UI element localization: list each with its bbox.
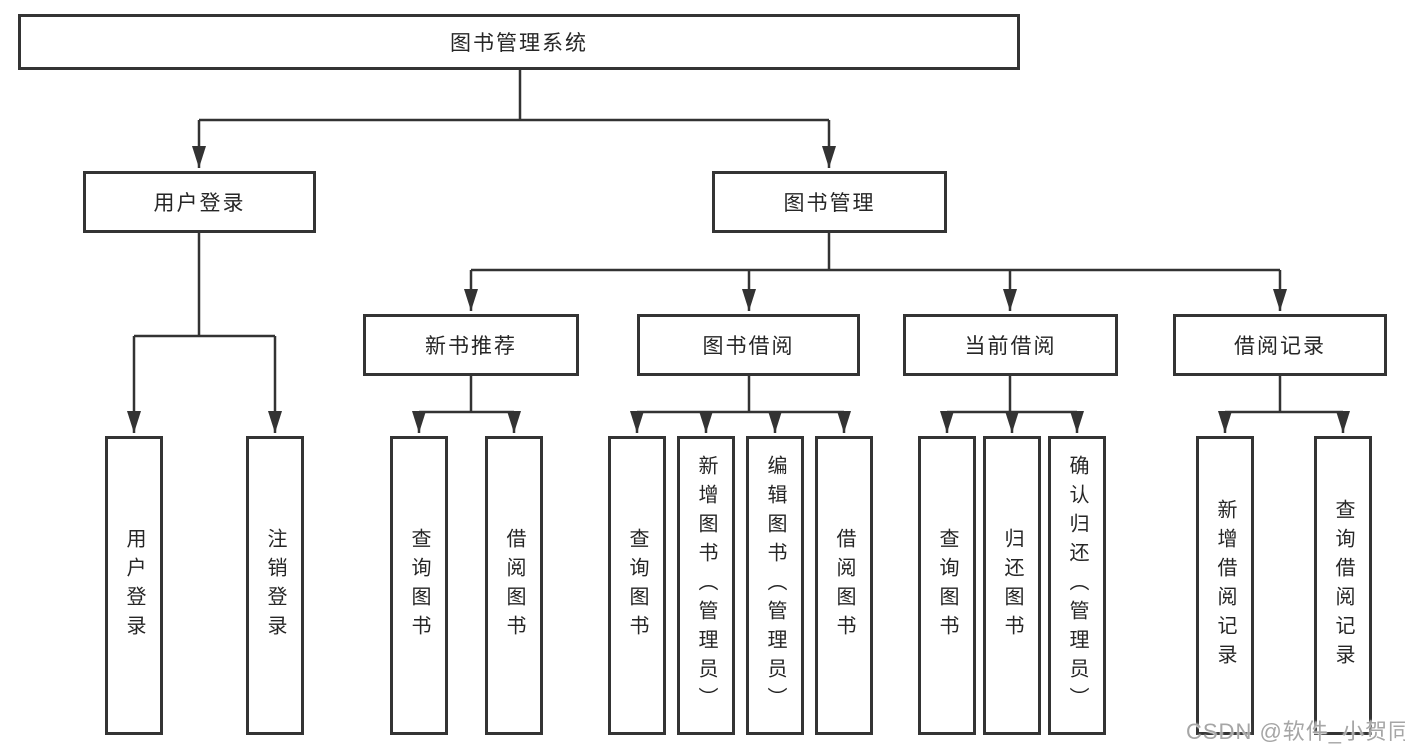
node-root-library-system: 图书管理系统 xyxy=(18,14,1020,70)
leaf-query-book-borrow: 查询图书 xyxy=(608,436,666,735)
leaf-borrow-book: 借阅图书 xyxy=(815,436,873,735)
leaf-logout: 注销登录 xyxy=(246,436,304,735)
node-book-management: 图书管理 xyxy=(712,171,947,233)
leaf-return-book: 归还图书 xyxy=(983,436,1041,735)
connector-user-login-group xyxy=(127,233,282,433)
leaf-query-book-current: 查询图书 xyxy=(918,436,976,735)
leaf-user-login: 用户登录 xyxy=(105,436,163,735)
connector-root-to-level2 xyxy=(192,68,836,168)
csdn-watermark: CSDN @软件_小贺同学 xyxy=(1186,719,1405,744)
leaf-query-book-recommend: 查询图书 xyxy=(390,436,448,735)
connector-borrow-records-group xyxy=(1218,376,1350,433)
connector-book-management-to-level3 xyxy=(464,233,1287,311)
leaf-add-borrow-record: 新增借阅记录 xyxy=(1196,436,1254,735)
connector-current-borrow-group xyxy=(940,376,1084,433)
leaf-add-book-admin: 新增图书（管理员） xyxy=(677,436,735,735)
leaf-query-borrow-record: 查询借阅记录 xyxy=(1314,436,1372,735)
node-book-borrow: 图书借阅 xyxy=(637,314,860,376)
node-borrow-records: 借阅记录 xyxy=(1173,314,1387,376)
connector-new-book-group xyxy=(412,376,521,433)
leaf-confirm-return-admin: 确认归还（管理员） xyxy=(1048,436,1106,735)
leaf-edit-book-admin: 编辑图书（管理员） xyxy=(746,436,804,735)
node-new-book-recommend: 新书推荐 xyxy=(363,314,579,376)
node-current-borrow: 当前借阅 xyxy=(903,314,1118,376)
connector-book-borrow-group xyxy=(630,376,851,433)
leaf-borrow-book-recommend: 借阅图书 xyxy=(485,436,543,735)
node-user-login: 用户登录 xyxy=(83,171,316,233)
